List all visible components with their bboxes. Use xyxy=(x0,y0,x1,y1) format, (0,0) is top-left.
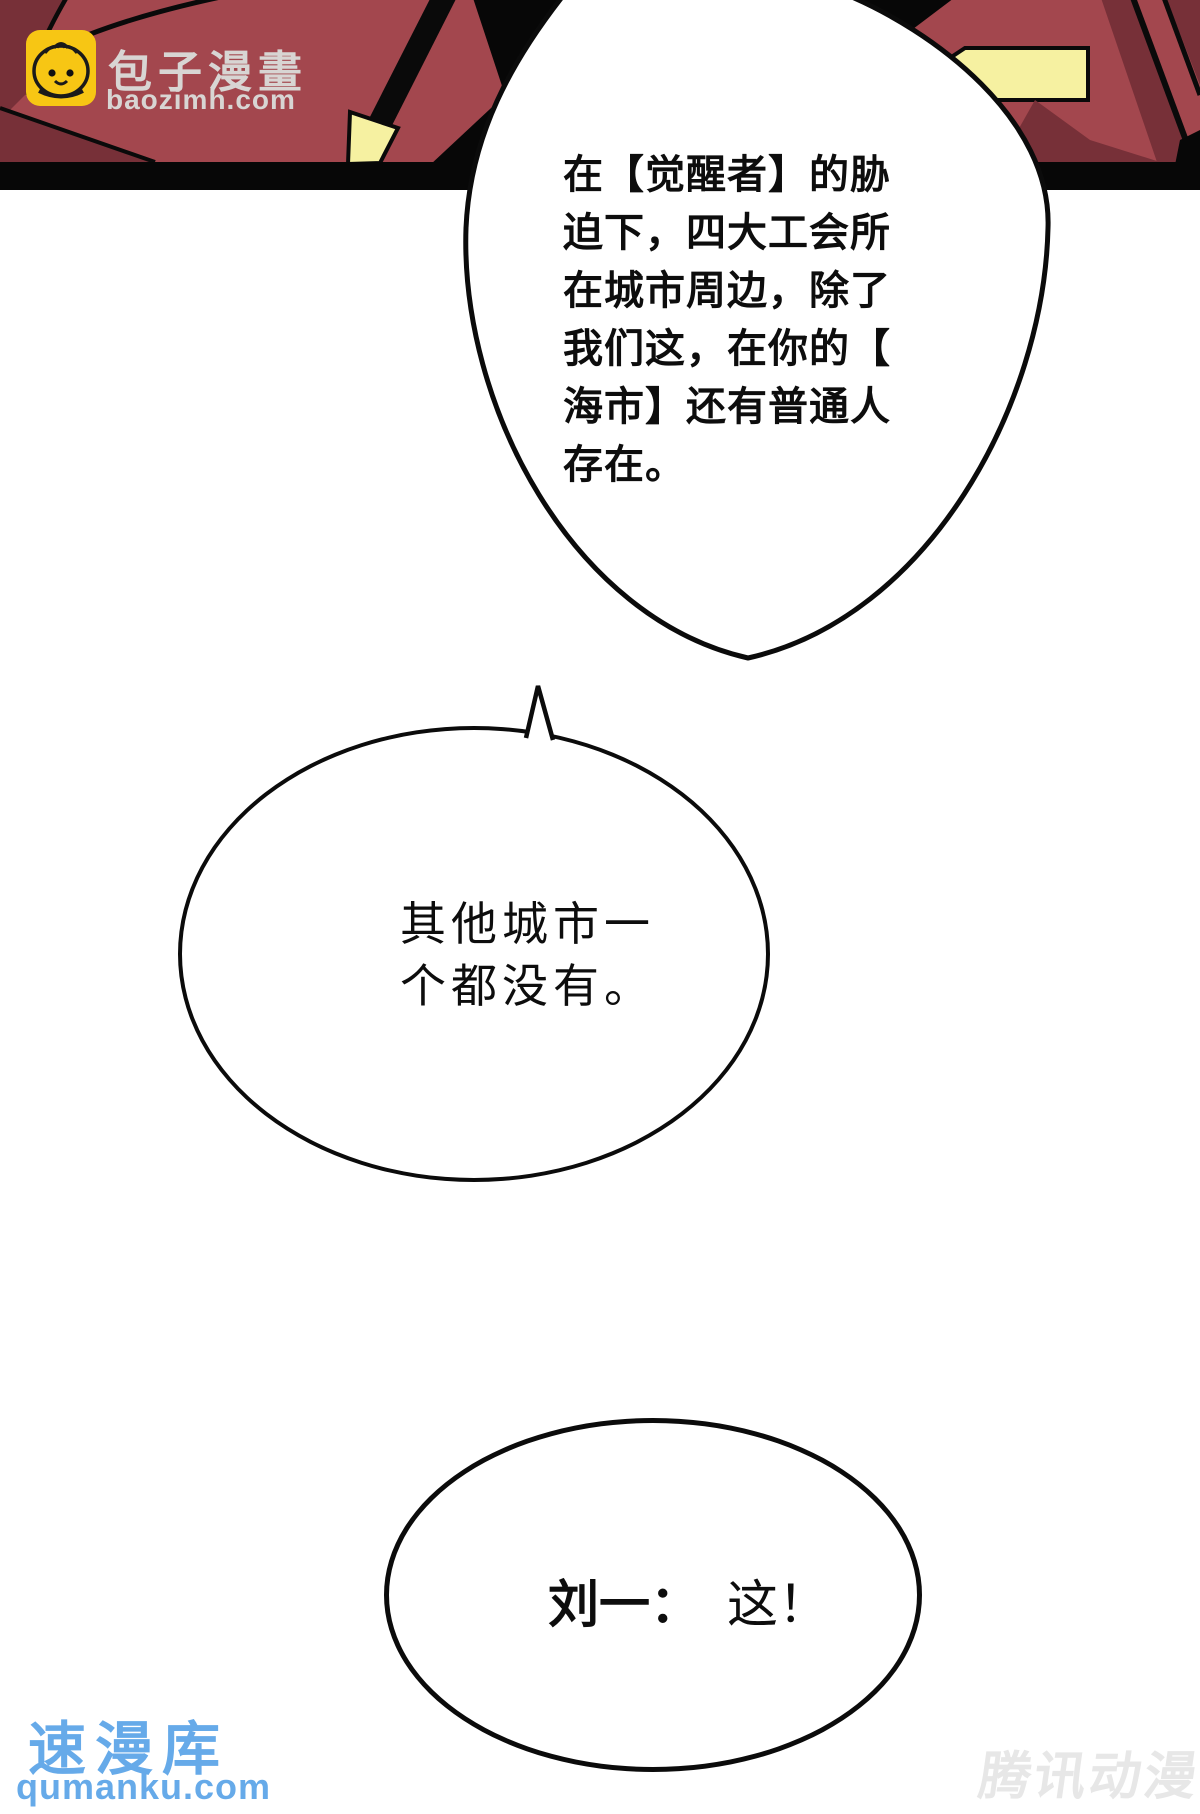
baozi-mascot-icon xyxy=(26,30,96,106)
speech-text: 这！ xyxy=(727,1576,830,1633)
bubble1-line: 迫下，四大工会所 xyxy=(563,211,891,255)
garment-fold-line xyxy=(1130,0,1198,167)
speech-bubble-3-text: 刘一： 这！ xyxy=(548,1563,829,1637)
qumanku-watermark-title: 速漫库 xyxy=(28,1717,230,1782)
garment-fold-dark-right xyxy=(1101,0,1195,165)
speech-bubble-2 xyxy=(178,726,770,1182)
speech-bubble-2-tail xyxy=(523,685,556,741)
bubble1-line: 在【觉醒者】的胁 xyxy=(563,153,891,197)
speech-bubble-1-text: 在【觉醒者】的胁 迫下，四大工会所 在城市周边，除了 我们这，在你的【 海市】还… xyxy=(563,146,891,494)
garment-fold-line xyxy=(1162,0,1200,96)
bubble1-line: 存在。 xyxy=(563,443,686,487)
comic-panel-art xyxy=(0,0,1200,661)
tencent-comics-watermark: 腾讯动漫 xyxy=(975,1748,1200,1806)
speech-bubble-1 xyxy=(463,0,1051,661)
bubble1-line: 在城市周边，除了 xyxy=(563,269,891,313)
bubble1-line: 海市】还有普通人 xyxy=(563,385,891,429)
qumanku-watermark-domain: qumanku.com xyxy=(16,1766,272,1807)
garment-shadow-bottom-right xyxy=(1000,100,1160,162)
speech-bubble-3 xyxy=(384,1418,922,1772)
baozi-watermark-title: 包子漫畫 xyxy=(108,48,308,97)
bubble2-line: 个都没有。 xyxy=(400,960,655,1012)
speech-bubble-2-text: 其他城市一 个都没有。 xyxy=(400,893,655,1017)
baozi-watermark-domain: baozimh.com xyxy=(106,84,296,115)
garment-edge-line xyxy=(0,106,156,164)
speaker-name: 刘一： xyxy=(548,1576,702,1633)
bubble1-line: 我们这，在你的【 xyxy=(563,327,891,371)
bubble2-line: 其他城市一 xyxy=(400,898,655,950)
